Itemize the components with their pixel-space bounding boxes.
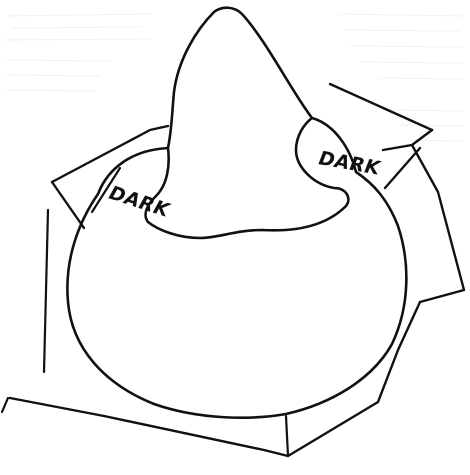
pointed-cap-outline [146,8,349,238]
right-outer-panel-lower-edge [385,148,420,188]
right-outer-panel-top-edge [330,84,432,130]
left-outer-panel-edge [52,182,84,228]
bottom-plate-left-edge [10,398,104,416]
bottom-plate-front-edge [104,416,288,456]
bottom-plate-inner-edge [286,416,288,456]
bottom-plate-lower-left-line [2,398,8,412]
left-outer-vertical-line [44,210,48,372]
right-panel-descending-edge [412,145,464,302]
faint-background-texture [6,14,462,141]
dark-label-right: DARK [317,147,382,180]
